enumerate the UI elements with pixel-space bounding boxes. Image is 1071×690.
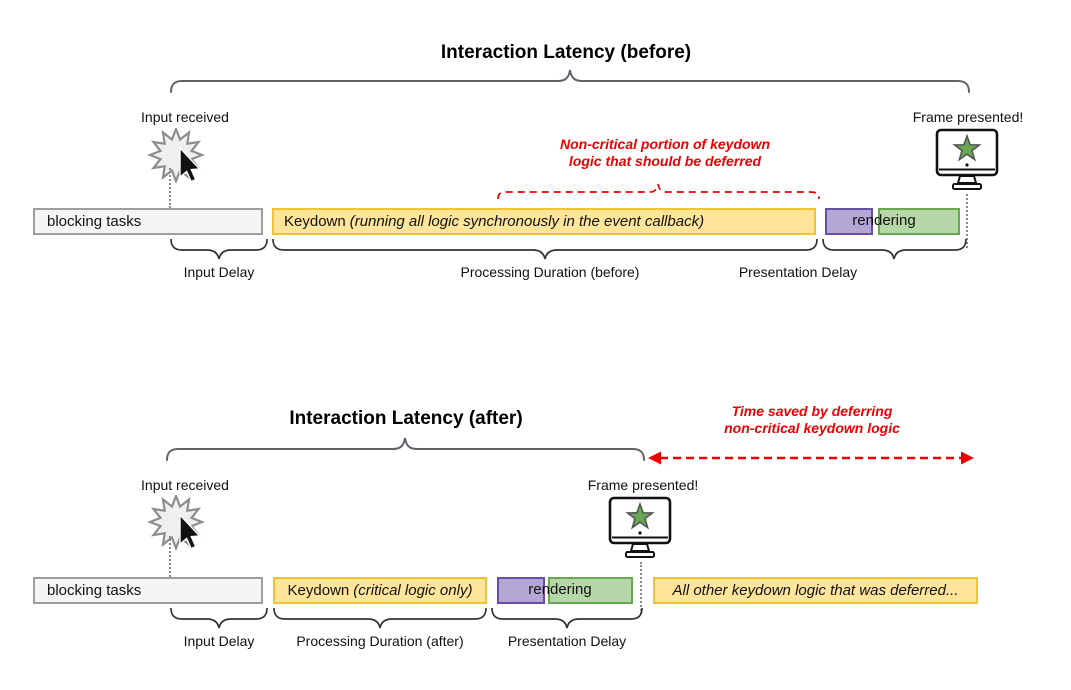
mouse-cursor-icon	[179, 146, 202, 183]
before-processing-brace	[272, 238, 818, 260]
after-blocking-tasks-text: blocking tasks	[47, 582, 142, 599]
after-frame-timeline-connector	[640, 562, 642, 614]
before-input-delay-brace	[170, 238, 268, 260]
after-deferred-logic-text: All other keydown logic that was deferre…	[672, 582, 959, 599]
after-input-received-label: Input received	[141, 477, 229, 493]
before-noncritical-brace	[497, 183, 820, 200]
before-deferred-note-line2: logic that should be deferred	[568, 153, 762, 169]
after-latency-brace	[166, 437, 645, 461]
monitor-with-star-icon	[608, 496, 672, 558]
click-starburst-icon	[147, 128, 206, 185]
after-input-delay-label: Input Delay	[183, 633, 255, 649]
star-icon	[952, 133, 982, 162]
after-time-saved-line2: non-critical keydown logic	[724, 420, 900, 436]
after-keydown-text: Keydown	[287, 582, 350, 599]
before-frame-presented-label: Frame presented!	[912, 109, 1024, 125]
before-title: Interaction Latency (before)	[440, 42, 692, 63]
before-input-timeline-connector	[169, 168, 171, 208]
before-input-received-label: Input received	[141, 109, 229, 125]
before-frame-timeline-connector	[966, 194, 968, 248]
after-presentation-label: Presentation Delay	[507, 633, 627, 649]
after-time-saved-note: Time saved by deferring non-critical key…	[662, 403, 962, 437]
before-rendering-label: rendering	[852, 212, 916, 229]
after-blocking-tasks-bar: blocking tasks	[33, 577, 263, 604]
after-time-saved-line1: Time saved by deferring	[731, 403, 893, 419]
before-keydown-text: Keydown	[284, 213, 346, 230]
before-paint-bar	[878, 208, 960, 235]
before-presentation-brace	[822, 238, 967, 260]
before-deferred-note: Non-critical portion of keydown logic th…	[490, 136, 840, 170]
before-presentation-label: Presentation Delay	[738, 264, 858, 280]
before-deferred-note-line1: Non-critical portion of keydown	[559, 136, 770, 152]
before-keydown-detail-text: (running all logic synchronously in the …	[349, 213, 705, 230]
before-processing-label: Processing Duration (before)	[460, 264, 640, 280]
after-title: Interaction Latency (after)	[289, 408, 523, 429]
mouse-cursor-icon	[179, 513, 202, 550]
before-style-layout-bar	[825, 208, 873, 235]
after-input-delay-brace	[170, 607, 268, 629]
click-starburst-icon	[147, 495, 206, 552]
after-keydown-bar: Keydown (critical logic only)	[273, 577, 487, 604]
before-input-delay-label: Input Delay	[183, 264, 255, 280]
after-keydown-detail-text: (critical logic only)	[353, 582, 473, 599]
after-input-timeline-connector	[169, 536, 171, 577]
after-processing-label: Processing Duration (after)	[296, 633, 464, 649]
after-style-layout-bar	[497, 577, 545, 604]
after-processing-brace	[273, 607, 487, 629]
before-latency-brace	[170, 69, 970, 93]
before-blocking-tasks-bar: blocking tasks	[33, 208, 263, 235]
before-keydown-bar: Keydown (running all logic synchronously…	[272, 208, 816, 235]
time-saved-arrow	[648, 451, 974, 465]
star-icon	[625, 501, 655, 530]
after-presentation-brace	[491, 607, 643, 629]
before-blocking-tasks-text: blocking tasks	[47, 213, 142, 230]
after-frame-presented-label: Frame presented!	[587, 477, 699, 493]
after-rendering-label: rendering	[528, 581, 592, 598]
after-deferred-logic-bar: All other keydown logic that was deferre…	[653, 577, 978, 604]
monitor-with-star-icon	[935, 128, 999, 190]
after-paint-bar	[548, 577, 633, 604]
